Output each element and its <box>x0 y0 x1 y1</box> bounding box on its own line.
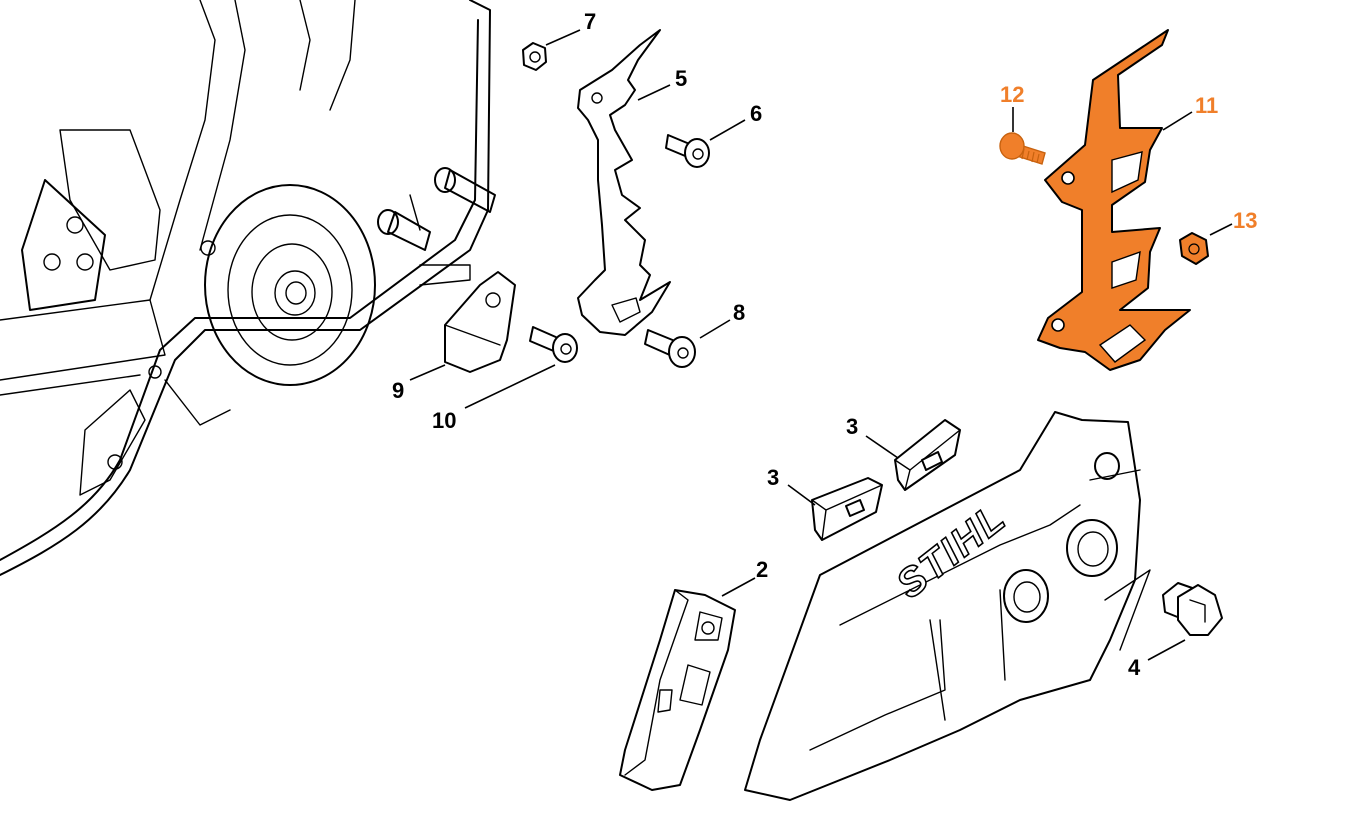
callout-labels: 2 3 3 4 5 6 7 8 9 10 11 12 13 <box>392 9 1257 680</box>
leader-lines <box>409 29 1233 661</box>
part-2-tensioner <box>619 589 736 791</box>
part-11-chain-catcher <box>1037 29 1191 371</box>
sprocket-cover: STIHL <box>744 411 1151 801</box>
callout-9: 9 <box>392 378 404 403</box>
callout-7: 7 <box>584 9 596 34</box>
callout-13: 13 <box>1233 208 1257 233</box>
callout-8: 8 <box>733 300 745 325</box>
saw-body <box>0 0 496 576</box>
part-5-chain-catcher <box>577 29 671 336</box>
callout-5: 5 <box>675 66 687 91</box>
callout-3: 3 <box>767 465 779 490</box>
callout-12: 12 <box>1000 82 1024 107</box>
part-3-pad-upper <box>894 419 961 491</box>
part-9-plate <box>444 271 516 373</box>
callout-4: 4 <box>1128 655 1141 680</box>
part-13-nut <box>1179 232 1209 265</box>
part-7-nut <box>522 42 547 71</box>
callout-2: 2 <box>756 557 768 582</box>
part-6-screw <box>665 134 710 168</box>
part-8-screw <box>644 329 696 368</box>
part-12-screw <box>999 132 1046 165</box>
callout-10: 10 <box>432 408 456 433</box>
part-4-nut <box>1162 582 1223 636</box>
callout-3: 3 <box>846 414 858 439</box>
callout-11: 11 <box>1195 93 1218 118</box>
part-3-pad-lower <box>811 477 883 541</box>
callout-6: 6 <box>750 101 762 126</box>
part-10-screw <box>529 326 578 363</box>
